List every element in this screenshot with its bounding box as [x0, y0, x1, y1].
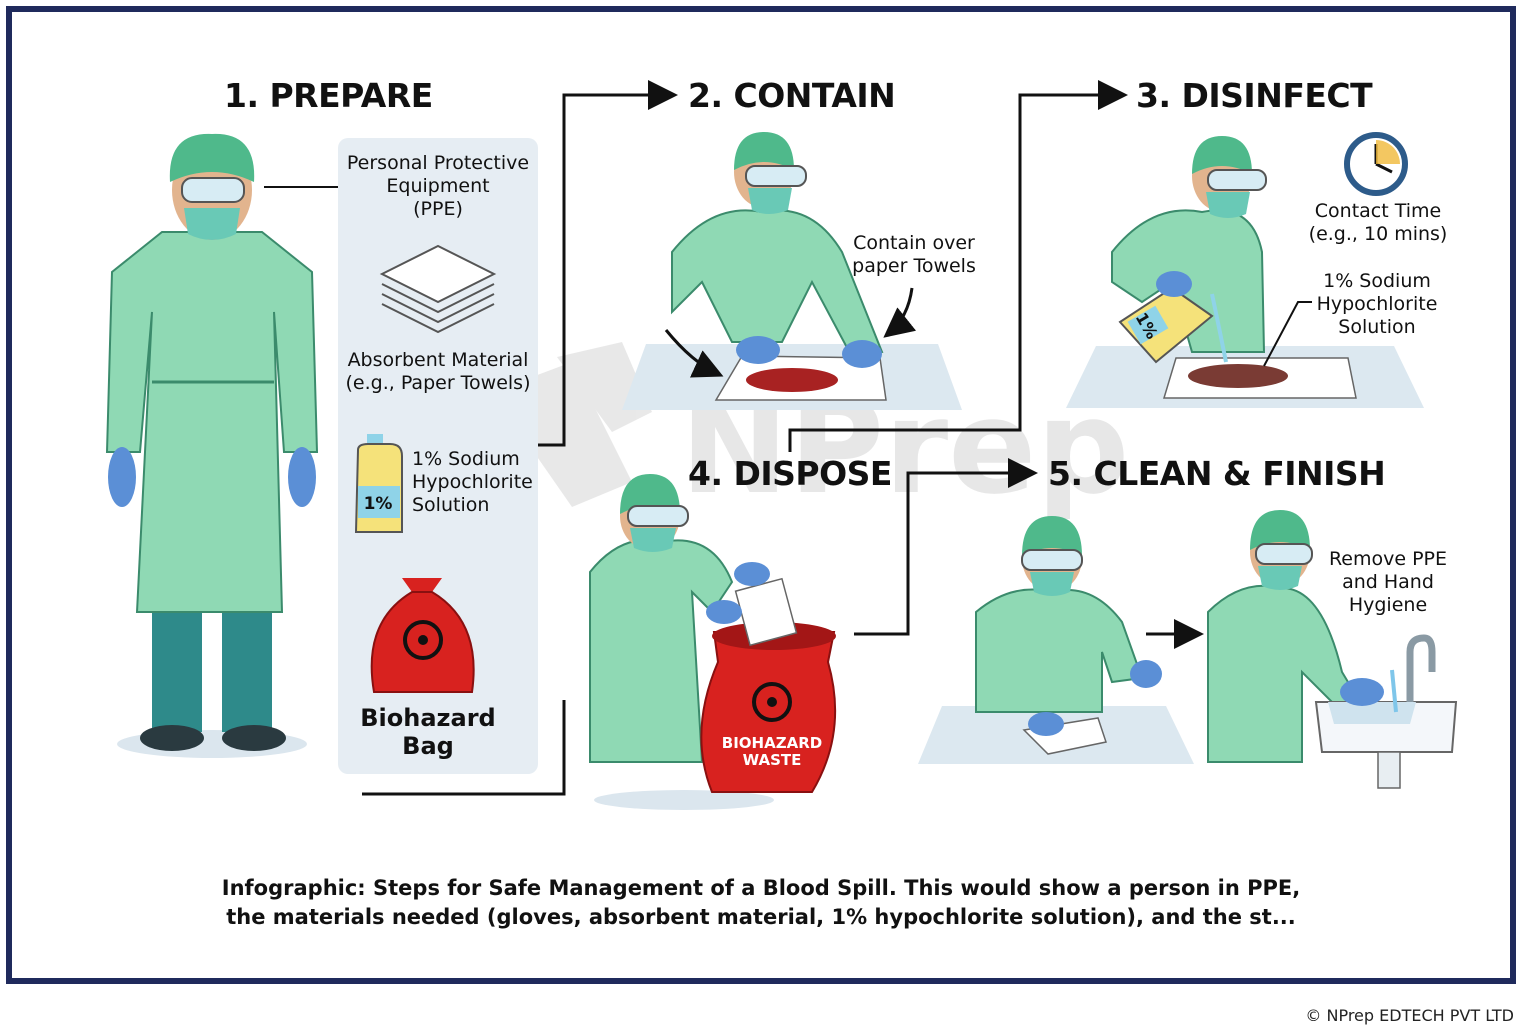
copyright-notice: © NPrep EDTECH PVT LTD [1305, 1006, 1514, 1025]
contact-time-line-2: (e.g., 10 mins) [1308, 223, 1448, 245]
step-5-heading: 5. CLEAN & FINISH [1048, 454, 1386, 493]
finish-note-line-1: Remove PPE [1328, 548, 1448, 570]
clock-icon [1344, 132, 1408, 196]
finish-note: Remove PPE and Hand Hygiene [1318, 548, 1458, 617]
person-in-ppe-illustration [105, 133, 319, 758]
disinfect-solution-line-2: Hypochlorite [1316, 293, 1438, 315]
hypochlorite-bottle-icon: 1% [354, 434, 403, 533]
svg-text:1%: 1% [364, 494, 393, 514]
biohazard-bag-label-line-1: Biohazard [360, 704, 496, 732]
contain-note-line-2: paper Towels [852, 255, 976, 277]
disinfect-solution-line-3: Solution [1338, 316, 1416, 338]
contact-time-line-1: Contact Time [1314, 200, 1442, 222]
ppe-label: Personal Protective Equipment (PPE) [338, 152, 538, 221]
ppe-label-line-2: Equipment [386, 175, 490, 197]
caption: Infographic: Steps for Safe Management o… [12, 874, 1510, 932]
svg-text:WASTE: WASTE [743, 751, 802, 769]
arrow-dispose-to-clean [854, 458, 1038, 636]
solution-label: 1% Sodium Hypochlorite Solution [412, 448, 536, 517]
biohazard-bag-icon [370, 578, 475, 693]
svg-text:BIOHAZARD: BIOHAZARD [722, 734, 822, 752]
caption-line-1: Infographic: Steps for Safe Management o… [221, 876, 1301, 900]
solution-label-line-3: Solution [412, 494, 490, 516]
disinfect-scene-illustration: 1% [1066, 136, 1424, 408]
paper-towels-icon [379, 244, 497, 334]
contain-scene-illustration [622, 132, 962, 410]
contain-note: Contain over paper Towels [834, 232, 994, 278]
arrow-contain-to-disinfect [788, 80, 1128, 452]
step-2-heading: 2. CONTAIN [688, 76, 896, 115]
disinfect-solution-line-1: 1% Sodium [1323, 270, 1431, 292]
step-1-heading: 1. PREPARE [224, 76, 433, 115]
biohazard-bag-label: Biohazard Bag [338, 704, 518, 760]
disinfect-solution-label: 1% Sodium Hypochlorite Solution [1302, 270, 1452, 339]
ppe-label-line-3: (PPE) [413, 198, 463, 220]
solution-label-line-2: Hypochlorite [412, 471, 533, 493]
arrow-to-dispose [362, 700, 566, 796]
finish-note-line-3: Hygiene [1348, 594, 1428, 616]
solution-label-line-1: 1% Sodium [412, 448, 520, 470]
caption-line-2: the materials needed (gloves, absorbent … [226, 905, 1296, 929]
biohazard-bag-label-line-2: Bag [402, 732, 454, 760]
infographic-frame: NPrep [6, 6, 1516, 984]
contain-note-line-1: Contain over [853, 232, 975, 254]
ppe-label-line-1: Personal Protective [346, 152, 530, 174]
absorbent-label: Absorbent Material (e.g., Paper Towels) [332, 349, 544, 395]
infographic-artwork: NPrep [105, 80, 1458, 810]
contact-time-label: Contact Time (e.g., 10 mins) [1296, 200, 1460, 246]
step-3-heading: 3. DISINFECT [1136, 76, 1373, 115]
absorbent-label-line-1: Absorbent Material [347, 349, 529, 371]
arrow-prepare-to-contain [538, 80, 678, 447]
clean-scene-illustration [918, 510, 1458, 789]
finish-note-line-2: and Hand [1342, 571, 1434, 593]
dispose-scene-illustration: BIOHAZARD WASTE [589, 474, 837, 810]
absorbent-label-line-2: (e.g., Paper Towels) [345, 372, 531, 394]
step-4-heading: 4. DISPOSE [688, 454, 892, 493]
